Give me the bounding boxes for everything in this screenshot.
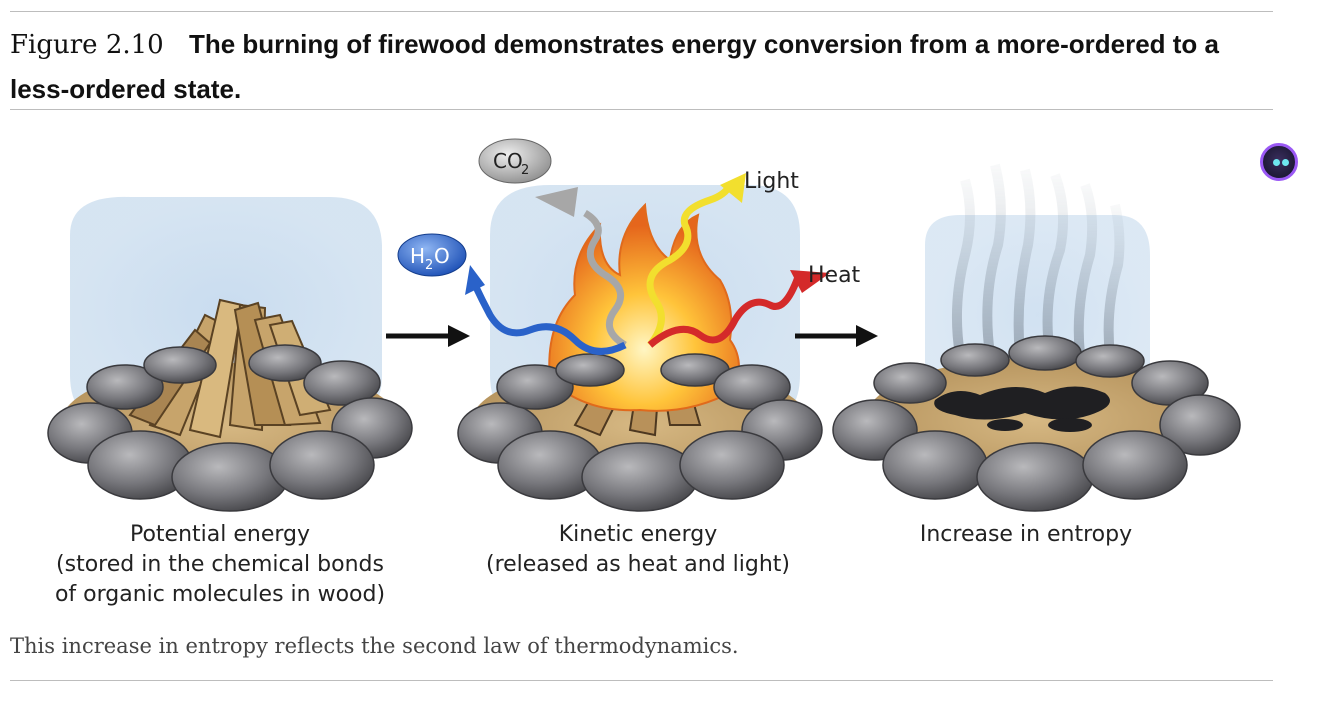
bottom-divider — [10, 680, 1273, 681]
figure-title: The burning of firewood demonstrates ene… — [10, 29, 1219, 104]
heat-label: Heat — [808, 263, 861, 288]
h2o-subscript: 2 — [425, 258, 433, 273]
heat-arrowhead — [790, 270, 830, 293]
bot-face-icon[interactable] — [1260, 143, 1298, 181]
caption-divider — [10, 109, 1273, 110]
panel-1-line-1: Potential energy — [129, 522, 311, 547]
figure-footnote: This increase in entropy reflects the se… — [10, 634, 739, 658]
top-divider — [10, 11, 1273, 12]
h2o-arrowhead — [465, 265, 485, 295]
figure-caption: Figure 2.10 The burning of firewood demo… — [10, 22, 1270, 111]
light-label: Light — [744, 169, 799, 194]
transition-arrow-1 — [386, 325, 470, 347]
h2o-o: O — [434, 244, 450, 268]
co2-subscript: 2 — [521, 163, 529, 178]
co2-bubble: CO 2 — [478, 138, 552, 184]
entropy-label: Increase in entropy — [836, 520, 1216, 550]
panel-3-line-1: Increase in entropy — [919, 522, 1133, 547]
co2-arrowhead — [535, 187, 578, 217]
light-arrowhead — [720, 173, 746, 203]
transition-arrow-2 — [795, 325, 878, 347]
co2-label: CO — [493, 149, 523, 173]
panel-2-line-2: (released as heat and light) — [485, 552, 790, 577]
panel-2-line-1: Kinetic energy — [558, 522, 718, 547]
burning-fire-panel: CO 2 H 2 O Light Heat — [397, 138, 861, 512]
panel-1-line-2: (stored in the chemical bonds — [56, 552, 384, 577]
kinetic-energy-label: Kinetic energy (released as heat and lig… — [448, 520, 828, 580]
h2o-h: H — [410, 244, 425, 268]
figure-number: Figure 2.10 — [10, 30, 164, 60]
wood-pile-panel — [47, 196, 413, 512]
firewood-diagram: CO 2 H 2 O Light Heat — [47, 138, 1241, 512]
firewood-illustration: CO 2 H 2 O Light Heat — [30, 125, 1250, 620]
panel-1-line-3: of organic molecules in wood) — [54, 582, 386, 607]
potential-energy-label: Potential energy (stored in the chemical… — [30, 520, 410, 610]
bot-eye-right — [1282, 159, 1289, 166]
ash-panel — [832, 163, 1241, 512]
h2o-bubble: H 2 O — [397, 233, 467, 277]
bot-eye-left — [1273, 159, 1280, 166]
